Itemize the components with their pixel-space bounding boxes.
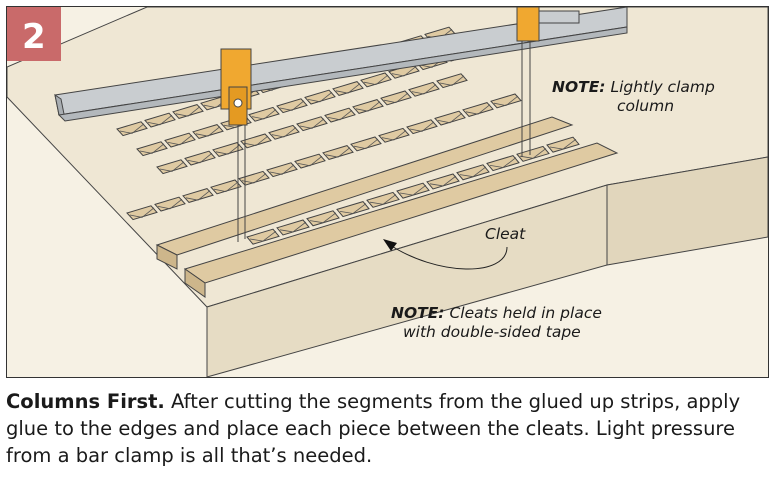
- segment-bevel-line: [243, 135, 269, 147]
- cleat-arrowhead: [383, 239, 397, 251]
- clamp-jaw-right: [516, 7, 580, 157]
- segment-bevel-line: [175, 106, 201, 117]
- segment-bevel-line: [187, 152, 213, 164]
- segment-bevel-line: [549, 138, 577, 150]
- segment-bevel-line: [459, 166, 487, 178]
- segment-piece: [366, 191, 400, 208]
- segment-bevel-line: [353, 138, 379, 150]
- segment-bevel-line: [381, 130, 407, 141]
- segment-bevel-line: [299, 118, 325, 129]
- segment-bevel-line: [251, 109, 277, 120]
- segment-bevel-line: [147, 114, 173, 126]
- segment-bevel-line: [429, 175, 457, 187]
- segment-piece: [306, 210, 340, 227]
- segment-bevel-line: [271, 127, 297, 138]
- segment-bevel-line: [279, 100, 305, 111]
- figure-caption: Columns First. After cutting the segment…: [6, 388, 769, 469]
- segment-bevel-line: [325, 147, 351, 158]
- segment-bevel-line: [279, 221, 307, 233]
- segment-bevel-line: [493, 95, 519, 107]
- cleat-label: Cleat: [485, 225, 526, 243]
- segment-piece: [516, 145, 550, 162]
- segment-piece: [396, 182, 430, 199]
- step-number: 2: [22, 17, 46, 57]
- segment-bevel-line: [213, 181, 239, 193]
- step-badge: [7, 7, 61, 61]
- cleat-leader-line: [386, 242, 508, 270]
- segment-bevel-line: [489, 157, 517, 168]
- segment-bevel-line: [327, 109, 353, 121]
- caption-body: After cutting the segments from the glue…: [6, 390, 741, 467]
- segment-bevel-line: [519, 148, 547, 159]
- segment-bevel-line: [157, 198, 183, 210]
- segment-bevel-line: [339, 203, 367, 214]
- segment-bevel-line: [399, 184, 427, 196]
- segment-piece: [456, 164, 490, 181]
- segment-piece: [336, 201, 370, 218]
- note-cleats-line2: with double-sided tape: [403, 323, 581, 341]
- illustration-panel: 2 NOTE: Lightly clamp column Cleat NOTE:…: [6, 6, 769, 378]
- segment-bevel-line: [159, 161, 185, 172]
- segment-bevel-line: [355, 101, 381, 112]
- assembly-diagram: 2 NOTE: Lightly clamp column Cleat NOTE:…: [7, 7, 768, 377]
- segment-column: [246, 136, 580, 245]
- segment-bevel-line: [215, 144, 241, 155]
- segment-bevel-line: [409, 121, 435, 132]
- segment-bevel-line: [307, 91, 333, 103]
- segment-bevel-line: [363, 74, 389, 86]
- segment-bevel-line: [411, 84, 437, 95]
- board-side: [606, 156, 768, 266]
- segment-bevel-line: [309, 212, 337, 224]
- segment-bevel-line: [465, 104, 491, 115]
- segment-bevel-line: [269, 164, 295, 175]
- segment-bevel-line: [241, 173, 267, 184]
- segment-piece: [276, 219, 310, 236]
- segment-piece: [246, 228, 280, 245]
- segment-bevel-line: [335, 83, 361, 94]
- segment-bevel-line: [139, 143, 165, 154]
- caption-lead: Columns First.: [6, 390, 165, 413]
- clamp-jaw-left: [220, 48, 252, 242]
- segment-bevel-line: [249, 230, 277, 242]
- segment-piece: [546, 136, 580, 153]
- segment-bevel-line: [185, 190, 211, 201]
- segment-bevel-line: [129, 207, 155, 218]
- segment-bevel-line: [195, 126, 221, 137]
- segment-bevel-line: [369, 194, 397, 205]
- segment-bevel-line: [119, 123, 145, 134]
- segment-piece: [486, 155, 520, 172]
- segment-bevel-line: [437, 112, 463, 124]
- segment-bevel-line: [297, 155, 323, 167]
- segment-bevel-line: [439, 75, 465, 86]
- segment-bevel-line: [383, 92, 409, 104]
- segment-piece: [426, 173, 460, 190]
- note-cleats-line1: NOTE: Cleats held in place: [391, 304, 602, 322]
- segment-bevel-line: [167, 134, 193, 146]
- note-clamp-line2: column: [617, 97, 674, 115]
- note-clamp-line1: NOTE: Lightly clamp: [552, 78, 715, 96]
- segment-bevel-line: [391, 66, 417, 77]
